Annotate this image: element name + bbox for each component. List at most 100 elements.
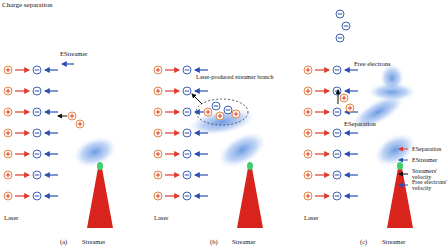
positive-charge: [154, 192, 162, 200]
positive-charge: [154, 171, 162, 179]
plus-sign: [306, 194, 311, 199]
panel: [154, 66, 272, 228]
field-arrow: [165, 90, 179, 91]
positive-charge: [154, 150, 162, 158]
minus-sign: [335, 196, 340, 197]
plus-sign: [234, 112, 239, 117]
field-arrow: [338, 90, 339, 104]
plus-sign: [6, 110, 11, 115]
plus-sign: [156, 131, 161, 136]
legend-entry: Streamers' velocity: [398, 168, 448, 181]
text-label: Laser: [4, 214, 18, 221]
plus-sign: [156, 89, 161, 94]
minus-sign: [35, 112, 40, 113]
field-arrow: [165, 153, 179, 154]
plus-sign: [156, 68, 161, 73]
negative-charge: [183, 87, 191, 95]
field-arrow: [45, 153, 58, 154]
field-arrow: [195, 69, 208, 70]
text-label: (b): [210, 238, 218, 245]
plus-sign: [6, 173, 11, 178]
minus-sign: [35, 154, 40, 155]
plus-sign: [306, 110, 311, 115]
field-arrow: [345, 132, 358, 133]
text-label: Free electrons: [354, 60, 391, 67]
field-arrow: [195, 153, 208, 154]
negative-charge: [183, 66, 191, 74]
field-arrow: [15, 69, 29, 70]
positive-charge: [4, 108, 12, 116]
plus-sign: [156, 173, 161, 178]
negative-charge: [342, 22, 350, 30]
field-arrow: [195, 132, 208, 133]
plus-sign: [306, 89, 311, 94]
text-label: Laser: [304, 214, 318, 221]
minus-sign: [35, 133, 40, 134]
field-arrow: [315, 111, 329, 112]
field-arrow: [345, 69, 358, 70]
plus-sign: [6, 89, 11, 94]
field-arrow: [15, 90, 29, 91]
legend-entry: Free electrons' velocity: [398, 179, 448, 192]
positive-charge: [216, 112, 224, 120]
minus-sign: [185, 175, 190, 176]
minus-sign: [338, 38, 343, 39]
minus-sign: [185, 196, 190, 197]
field-arrow: [58, 116, 67, 117]
plus-sign: [156, 110, 161, 115]
negative-charge: [33, 171, 41, 179]
negative-charge: [183, 108, 191, 116]
field-arrow: [345, 153, 358, 154]
plus-sign: [306, 152, 311, 157]
plus-sign: [342, 96, 347, 101]
negative-charge: [33, 87, 41, 95]
streamer-tip: [397, 162, 403, 170]
minus-sign: [185, 70, 190, 71]
positive-charge: [304, 129, 312, 137]
field-arrow: [315, 174, 329, 175]
negative-charge: [336, 34, 344, 42]
field-arrow: [192, 94, 202, 104]
negative-charge: [333, 192, 341, 200]
legend-text: Free electrons' velocity: [412, 179, 448, 192]
plus-sign: [78, 122, 83, 127]
negative-charge: [183, 150, 191, 158]
field-arrow: [315, 90, 329, 91]
minus-sign: [335, 175, 340, 176]
plus-sign: [206, 110, 211, 115]
positive-charge: [4, 192, 12, 200]
field-arrow: [315, 132, 329, 133]
plus-sign: [306, 131, 311, 136]
field-arrow: [45, 174, 58, 175]
negative-charge: [333, 66, 341, 74]
positive-charge: [68, 112, 76, 120]
text-label: (a): [60, 238, 67, 245]
minus-sign: [335, 91, 340, 92]
minus-sign: [214, 106, 219, 107]
negative-charge: [33, 150, 41, 158]
minus-sign: [185, 112, 190, 113]
minus-sign: [185, 91, 190, 92]
positive-charge: [346, 104, 354, 112]
negative-charge: [333, 87, 341, 95]
negative-charge: [33, 108, 41, 116]
field-arrow: [345, 195, 358, 196]
plus-sign: [6, 131, 11, 136]
positive-charge: [4, 129, 12, 137]
field-arrow: [45, 69, 58, 70]
minus-sign: [35, 196, 40, 197]
branch-outline: [196, 99, 248, 125]
streamer-glow: [380, 64, 404, 92]
plus-sign: [6, 68, 11, 73]
plus-sign: [156, 194, 161, 199]
positive-charge: [76, 120, 84, 128]
positive-charge: [304, 171, 312, 179]
positive-charge: [232, 110, 240, 118]
negative-charge: [33, 129, 41, 137]
field-arrow: [45, 90, 58, 91]
field-arrow: [15, 111, 29, 112]
field-arrow: [345, 174, 358, 175]
minus-sign: [335, 154, 340, 155]
